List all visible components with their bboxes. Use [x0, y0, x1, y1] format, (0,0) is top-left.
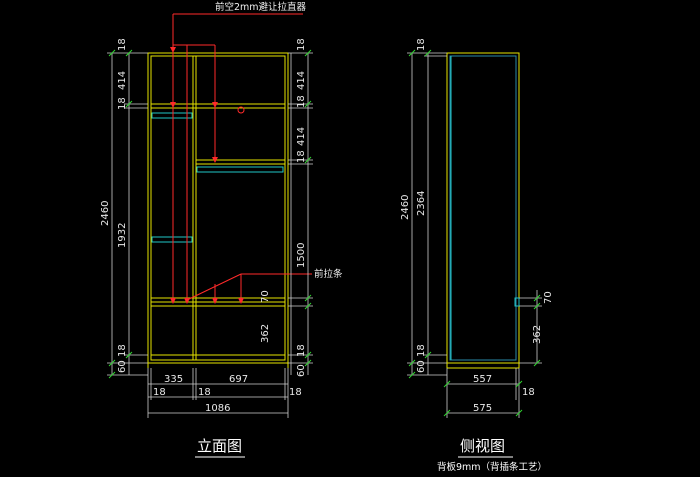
- front-elevation: 前空2mm避让拉直器 前拉条 18 414 18 1932 2460 18 60: [100, 1, 343, 458]
- svg-text:18: 18: [289, 387, 302, 398]
- side-view-title: 侧视图: [460, 437, 505, 455]
- side-view: 18 2460 2364 18 60 70 362 557 18 575 侧视图…: [400, 38, 554, 473]
- svg-text:60: 60: [296, 364, 307, 377]
- annotation-top: 前空2mm避让拉直器: [215, 1, 307, 13]
- svg-text:60: 60: [416, 360, 427, 373]
- svg-text:18: 18: [198, 387, 211, 398]
- hanging-rod-right: [196, 166, 284, 173]
- cabinet-inner-outline: [150, 55, 286, 361]
- svg-text:2460: 2460: [400, 195, 411, 220]
- svg-text:697: 697: [229, 374, 248, 385]
- svg-text:18: 18: [522, 387, 535, 398]
- svg-text:362: 362: [260, 324, 271, 343]
- svg-text:1086: 1086: [205, 403, 230, 414]
- svg-text:18: 18: [296, 344, 307, 357]
- annotation-front-pull: 前拉条: [314, 268, 343, 280]
- hanging-rod-left-top: [151, 112, 193, 119]
- svg-text:2460: 2460: [100, 201, 111, 226]
- side-panel-inner: [449, 55, 517, 361]
- svg-text:70: 70: [260, 290, 271, 303]
- svg-text:60: 60: [117, 360, 128, 373]
- svg-text:18: 18: [117, 344, 128, 357]
- side-view-subtitle: 背板9mm（背插条工艺）: [437, 461, 547, 473]
- svg-text:18: 18: [117, 38, 128, 51]
- svg-text:2364: 2364: [416, 191, 427, 216]
- svg-text:335: 335: [164, 374, 183, 385]
- svg-text:1500: 1500: [296, 243, 307, 268]
- svg-text:70: 70: [543, 291, 554, 304]
- cabinet-outline: [147, 52, 289, 364]
- svg-text:414: 414: [296, 127, 307, 146]
- svg-text:414: 414: [117, 71, 128, 90]
- svg-text:1932: 1932: [117, 223, 128, 248]
- svg-text:18: 18: [296, 95, 307, 108]
- svg-text:18: 18: [117, 97, 128, 110]
- svg-text:18: 18: [296, 38, 307, 51]
- svg-text:18: 18: [416, 344, 427, 357]
- front-view-title: 立面图: [197, 437, 242, 455]
- svg-text:18: 18: [416, 38, 427, 51]
- svg-text:557: 557: [473, 374, 492, 385]
- svg-text:575: 575: [473, 403, 492, 414]
- svg-text:414: 414: [296, 71, 307, 90]
- svg-text:362: 362: [532, 325, 543, 344]
- hanging-rod-left-bottom: [151, 236, 193, 243]
- svg-text:18: 18: [296, 150, 307, 163]
- side-panel-outline: [446, 52, 520, 364]
- svg-text:18: 18: [153, 387, 166, 398]
